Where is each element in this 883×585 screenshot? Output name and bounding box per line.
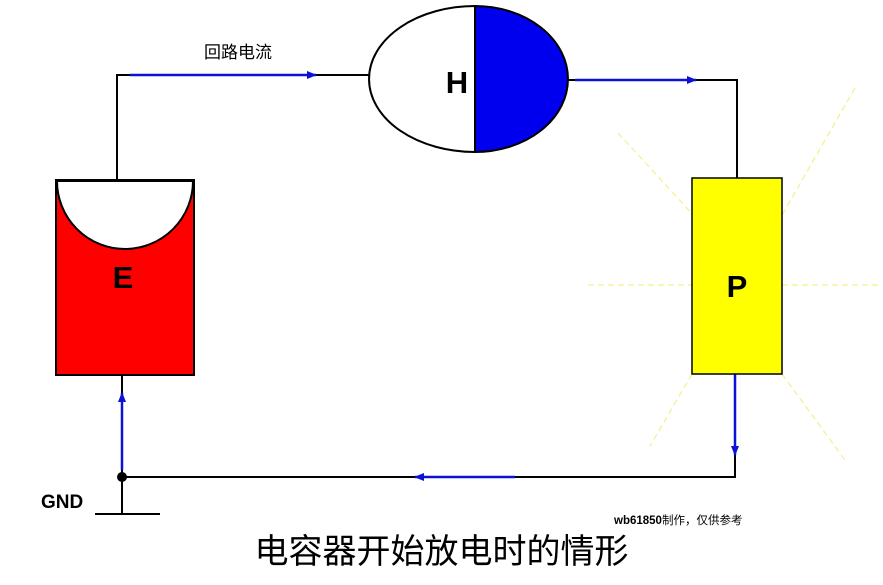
p-label: P bbox=[727, 269, 748, 304]
component-h: H bbox=[368, 4, 569, 154]
wire-p-to-bottom bbox=[122, 370, 736, 478]
glow-ray bbox=[649, 373, 693, 447]
author-note: wb61850制作，仅供参考 bbox=[613, 513, 742, 527]
glow-ray bbox=[781, 87, 856, 216]
author-id: wb61850 bbox=[613, 515, 662, 527]
junction-dot bbox=[117, 472, 127, 482]
wire-e-to-h bbox=[116, 74, 370, 180]
author-note-text: 制作，仅供参考 bbox=[662, 513, 743, 527]
h-label: H bbox=[446, 65, 468, 100]
component-e: E bbox=[55, 179, 195, 376]
caption: 电容器开始放电时的情形 bbox=[254, 532, 629, 572]
h-blue-half bbox=[474, 4, 569, 154]
e-white-cap bbox=[55, 180, 195, 250]
h-white-half bbox=[368, 4, 476, 154]
component-p: P bbox=[691, 177, 783, 375]
wire-h-to-p bbox=[554, 79, 738, 185]
glow-rays bbox=[588, 87, 878, 461]
gnd-label: GND bbox=[41, 492, 83, 513]
current-arrows bbox=[118, 71, 739, 481]
glow-ray bbox=[617, 132, 697, 219]
e-label: E bbox=[113, 260, 134, 295]
glow-ray bbox=[781, 373, 846, 461]
current-label: 回路电流 bbox=[204, 43, 272, 63]
